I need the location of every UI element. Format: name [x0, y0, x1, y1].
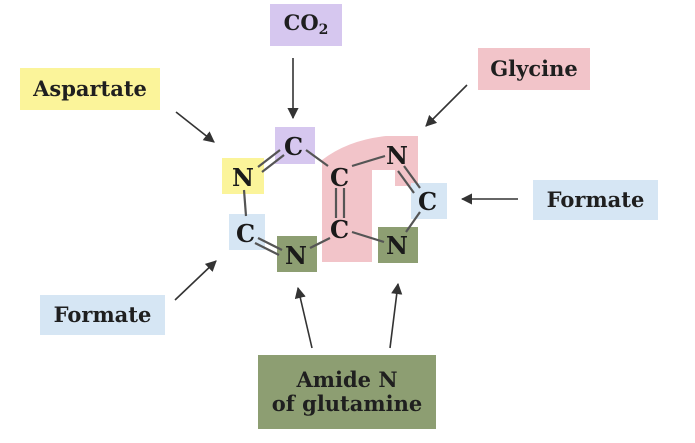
aspartate-nitrogen-highlight — [222, 158, 264, 194]
amide-line2: of glutamine — [271, 391, 423, 416]
atom-c2: C — [284, 132, 303, 161]
glutamine-nitrogen-highlight-left — [277, 236, 317, 272]
bond-c8-n9 — [405, 211, 421, 233]
co2-text: CO2 — [283, 10, 329, 39]
amide-n-glutamine-label: Amide N of glutamine — [258, 355, 436, 429]
atom-n7: N — [386, 141, 408, 170]
bond-n7-c8 — [403, 165, 421, 189]
arrow-glycine — [425, 84, 468, 127]
co2-subscript: 2 — [318, 22, 329, 39]
aspartate-label: Aspartate — [20, 68, 160, 110]
arrow-aspartate — [175, 111, 215, 143]
formate-right-text: Formate — [546, 186, 645, 212]
bond-c4-n3-double — [254, 242, 280, 256]
glutamine-nitrogen-highlight-right — [378, 227, 418, 263]
bond-c2-c5 — [305, 149, 329, 167]
co2-label: CO2 — [270, 4, 342, 46]
arrow-formate-left — [174, 260, 217, 301]
bond-n3-c6 — [309, 237, 331, 249]
atom-n3: N — [285, 241, 307, 270]
arrow-amide-right — [389, 282, 403, 349]
bond-c4-n3 — [257, 237, 283, 251]
glycine-text: Glycine — [490, 55, 578, 81]
formate-left-label: Formate — [40, 295, 165, 335]
bond-n7-c8-double — [397, 170, 415, 194]
atom-c6: C — [330, 215, 349, 244]
atom-c5: C — [330, 163, 349, 192]
arrow-amide-left — [294, 286, 313, 349]
formate-carbon-right-highlight — [411, 183, 447, 219]
atom-c8: C — [418, 187, 437, 216]
bond-n1-c4 — [242, 189, 248, 217]
bond-c6-n9 — [351, 230, 385, 244]
bond-n1-c2-double — [261, 154, 285, 173]
atom-n9: N — [386, 231, 408, 260]
co2-main-text: CO — [283, 10, 319, 36]
atom-c4: C — [236, 219, 255, 248]
atom-n1: N — [232, 163, 254, 192]
formate-left-text: Formate — [53, 301, 152, 327]
amide-line1: Amide N — [296, 366, 398, 392]
bond-c5-n7 — [351, 154, 386, 168]
glycine-label: Glycine — [478, 48, 590, 90]
bond-n1-c2 — [257, 149, 281, 168]
aspartate-text: Aspartate — [33, 75, 147, 101]
glycine-highlight — [322, 136, 418, 262]
formate-right-label: Formate — [533, 180, 658, 220]
